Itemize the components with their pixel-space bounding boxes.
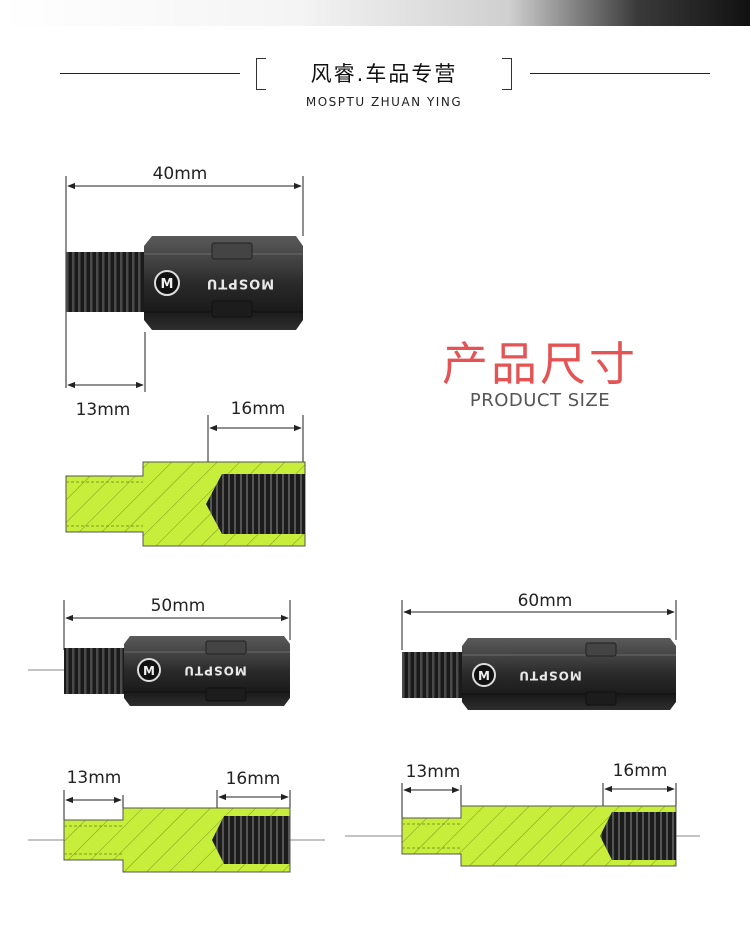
female-thread-label: 16mm <box>226 769 281 789</box>
brand-bracket-left <box>256 58 266 90</box>
variant-60mm: 60mm M MOSPTU 13mm 16mm <box>345 591 700 867</box>
brand-title: 风睿.车品专营 <box>310 62 458 86</box>
male-thread <box>66 252 146 312</box>
product-size-title: 产品尺寸 <box>442 337 638 391</box>
female-thread-label: 16mm <box>231 399 286 419</box>
female-thread-section <box>600 812 676 860</box>
brand-bracket-right <box>502 58 512 90</box>
brand-box: 风睿.车品专营 <box>256 58 512 90</box>
variant-50mm: 50mm M MOSPTU 13mm 16mm <box>28 596 325 873</box>
brand-logo <box>137 658 161 682</box>
brand-logo <box>154 270 180 296</box>
hex-body <box>462 638 676 710</box>
female-thread-section <box>206 474 305 534</box>
product-label: MOSPTU <box>518 669 582 683</box>
male-thread-label: 13mm <box>406 762 461 782</box>
product-label: MOSPTU <box>206 276 274 291</box>
female-thread-label: 16mm <box>613 761 668 781</box>
female-thread-section <box>212 816 290 864</box>
header-left-rule <box>60 73 240 74</box>
male-thread <box>64 648 124 694</box>
hex-body <box>124 636 290 706</box>
top-gradient-bar <box>0 0 750 26</box>
logo-letter: M <box>478 669 490 683</box>
product-label: MOSPTU <box>183 664 247 678</box>
logo-letter: M <box>161 277 174 292</box>
product-size-subtitle: PRODUCT SIZE <box>469 390 611 411</box>
variant-40mm: 40mm M MOSPTU 13mm 16mm <box>65 164 306 547</box>
total-length-label: 60mm <box>518 591 573 611</box>
header-right-rule <box>530 73 710 74</box>
male-thread <box>402 652 462 698</box>
male-thread-label: 13mm <box>67 768 122 788</box>
total-length-label: 40mm <box>153 164 208 184</box>
hex-body <box>144 236 303 330</box>
brand-subtitle: MOSPTU ZHUAN YING <box>305 95 463 109</box>
male-thread-label: 13mm <box>76 400 131 420</box>
brand-logo <box>472 663 496 687</box>
total-length-label: 50mm <box>151 596 206 616</box>
logo-letter: M <box>143 664 155 678</box>
